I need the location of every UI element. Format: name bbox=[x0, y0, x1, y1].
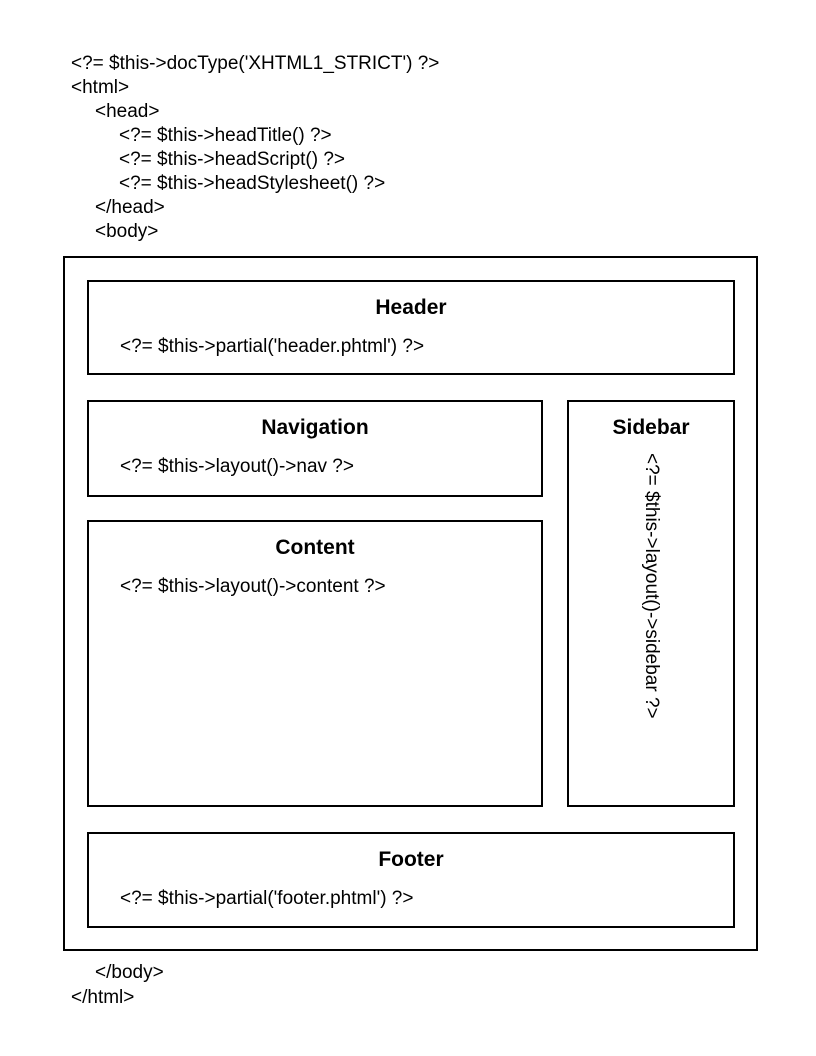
code-line-html-close: </html> bbox=[71, 987, 135, 1008]
sidebar-box: Sidebar <?= $this->layout()->sidebar ?> bbox=[567, 400, 735, 807]
code-line-body-close: </body> bbox=[71, 962, 164, 983]
header-box-title: Header bbox=[375, 296, 447, 319]
content-box: Content <?= $this->layout()->content ?> bbox=[87, 520, 543, 807]
footer-box: Footer <?= $this->partial('footer.phtml'… bbox=[87, 832, 735, 928]
code-line-head-script: <?= $this->headScript() ?> bbox=[71, 149, 346, 170]
navigation-box: Navigation <?= $this->layout()->nav ?> bbox=[87, 400, 543, 497]
header-box: Header <?= $this->partial('header.phtml'… bbox=[87, 280, 735, 375]
footer-box-title: Footer bbox=[378, 848, 444, 871]
layout-script-closing-code: </body> </html> bbox=[71, 960, 164, 1010]
code-line-html-open: <html> bbox=[71, 77, 130, 98]
code-line-head-title: <?= $this->headTitle() ?> bbox=[71, 125, 332, 146]
content-box-code: <?= $this->layout()->content ?> bbox=[120, 576, 386, 597]
footer-box-code: <?= $this->partial('footer.phtml') ?> bbox=[120, 888, 414, 909]
sidebar-box-title: Sidebar bbox=[612, 416, 690, 439]
code-line-head-stylesheet: <?= $this->headStylesheet() ?> bbox=[71, 173, 386, 194]
navigation-box-title: Navigation bbox=[261, 416, 369, 439]
content-box-title: Content bbox=[275, 536, 355, 559]
code-line-head-open: <head> bbox=[71, 101, 160, 122]
code-line-body-open: <body> bbox=[71, 221, 159, 242]
navigation-box-code: <?= $this->layout()->nav ?> bbox=[120, 456, 354, 477]
code-line-doctype: <?= $this->docType('XHTML1_STRICT') ?> bbox=[71, 53, 440, 74]
body-layout-box: Header <?= $this->partial('header.phtml'… bbox=[63, 256, 758, 951]
layout-script-opening-code: <?= $this->docType('XHTML1_STRICT') ?> <… bbox=[71, 52, 439, 244]
code-line-head-close: </head> bbox=[71, 197, 165, 218]
sidebar-box-code: <?= $this->layout()->sidebar ?> bbox=[641, 453, 662, 719]
header-box-code: <?= $this->partial('header.phtml') ?> bbox=[120, 336, 425, 357]
